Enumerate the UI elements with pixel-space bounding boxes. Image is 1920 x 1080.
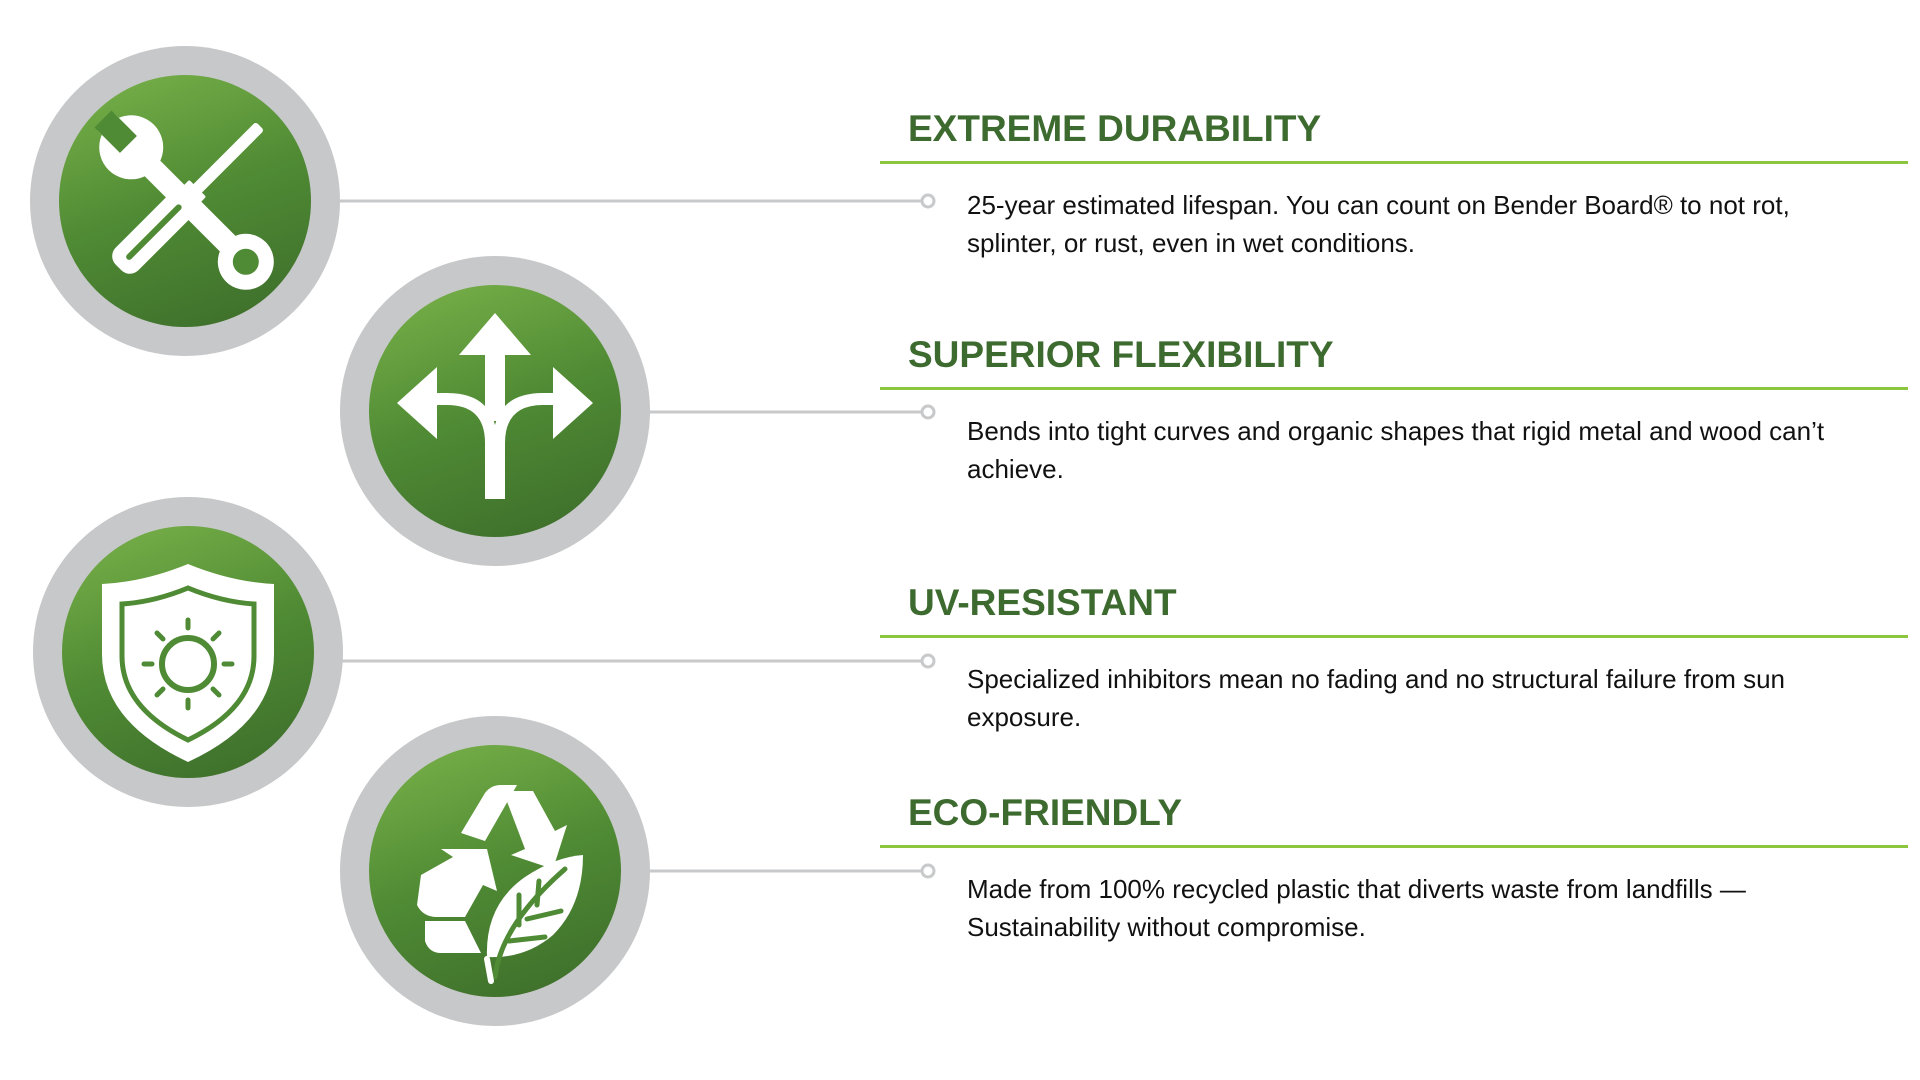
feature-divider [880,387,1908,390]
connector-dot-durability [920,193,936,209]
feature-divider [880,635,1908,638]
shield-sun-icon [102,564,274,762]
feature-durability: EXTREME DURABILITY 25-year estimated lif… [880,103,1908,262]
split-arrows-icon [397,313,593,499]
feature-flexibility: SUPERIOR FLEXIBILITY Bends into tight cu… [880,329,1908,488]
flexibility-icon-disc [369,285,621,537]
recycle-leaf-icon [417,785,583,984]
feature-eco-friendly: ECO-FRIENDLY Made from 100% recycled pla… [880,787,1908,946]
wrench-screwdriver-icon [94,110,274,290]
feature-description: Bends into tight curves and organic shap… [967,416,1825,484]
uv-icon-disc [62,526,314,778]
feature-title: ECO-FRIENDLY [908,792,1183,833]
connector-dot-flexibility [920,404,936,420]
feature-title: UV-RESISTANT [908,582,1177,623]
feature-description: 25-year estimated lifespan. You can coun… [967,190,1790,258]
connector-dot-eco [920,863,936,879]
feature-divider [880,845,1908,848]
connector-dot-uv [920,653,936,669]
eco-icon-badge [340,716,650,1026]
feature-title: SUPERIOR FLEXIBILITY [908,334,1334,375]
durability-icon-disc [59,75,311,327]
feature-title: EXTREME DURABILITY [908,108,1322,149]
durability-icon-badge [30,46,340,356]
feature-uv-resistant: UV-RESISTANT Specialized inhibitors mean… [880,577,1908,736]
flexibility-icon-badge [340,256,650,566]
feature-description: Made from 100% recycled plastic that div… [967,874,1746,942]
feature-divider [880,161,1908,164]
uv-icon-badge [33,497,343,807]
eco-icon-disc [369,745,621,997]
feature-description: Specialized inhibitors mean no fading an… [967,664,1786,732]
